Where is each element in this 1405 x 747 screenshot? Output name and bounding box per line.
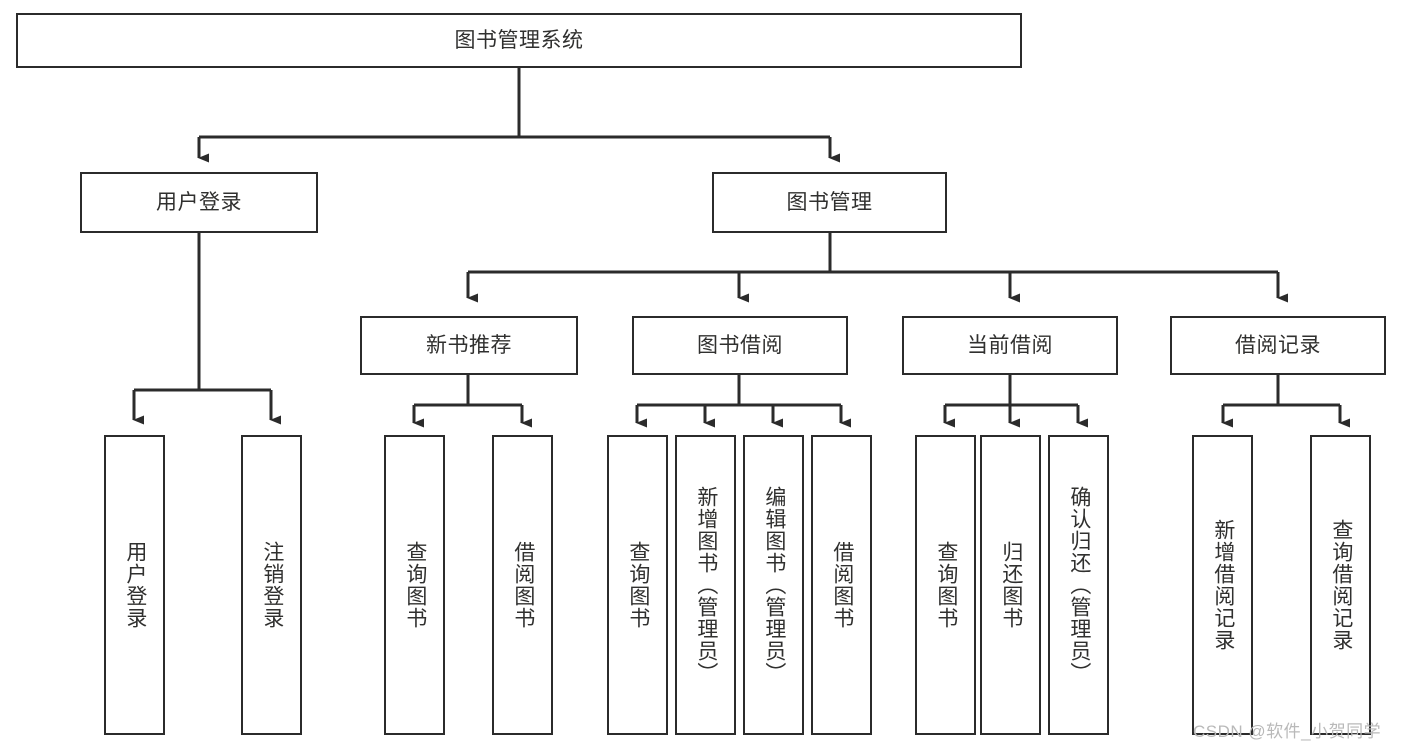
node-new-book-recommend[interactable]: 新书推荐 <box>360 316 578 375</box>
node-current-borrow[interactable]: 当前借阅 <box>902 316 1118 375</box>
leaf-borrow-record-query[interactable]: 查询借阅记录 <box>1310 435 1371 735</box>
node-borrow-record[interactable]: 借阅记录 <box>1170 316 1386 375</box>
node-label: 新书推荐 <box>426 333 512 357</box>
node-label: 注销登录 <box>260 541 284 629</box>
node-label: 图书管理系统 <box>454 28 584 52</box>
leaf-book-borrow-query[interactable]: 查询图书 <box>607 435 668 735</box>
leaf-current-borrow-return[interactable]: 归还图书 <box>980 435 1041 735</box>
leaf-new-book-query[interactable]: 查询图书 <box>384 435 445 735</box>
node-book-management[interactable]: 图书管理 <box>712 172 947 233</box>
leaf-current-borrow-query[interactable]: 查询图书 <box>915 435 976 735</box>
node-label: 借阅图书 <box>511 541 535 629</box>
leaf-book-borrow-add-admin[interactable]: 新增图书（管理员） <box>675 435 736 735</box>
node-label: 查询图书 <box>626 541 650 629</box>
node-label: 查询图书 <box>403 541 427 629</box>
node-label: 查询图书 <box>934 541 958 629</box>
node-label: 借阅图书 <box>830 541 854 629</box>
node-label: 当前借阅 <box>967 333 1053 357</box>
node-label: 用户登录 <box>156 190 242 214</box>
leaf-borrow-record-add[interactable]: 新增借阅记录 <box>1192 435 1253 735</box>
node-label: 用户登录 <box>123 541 147 629</box>
leaf-current-borrow-confirm-admin[interactable]: 确认归还（管理员） <box>1048 435 1109 735</box>
leaf-book-borrow-borrow[interactable]: 借阅图书 <box>811 435 872 735</box>
node-label: 确认归还（管理员） <box>1067 486 1091 684</box>
node-label: 图书借阅 <box>697 333 783 357</box>
node-label: 借阅记录 <box>1235 333 1321 357</box>
leaf-user-login-logout[interactable]: 注销登录 <box>241 435 302 735</box>
node-label: 归还图书 <box>999 541 1023 629</box>
node-book-borrow[interactable]: 图书借阅 <box>632 316 848 375</box>
node-label: 查询借阅记录 <box>1329 519 1353 651</box>
node-label: 图书管理 <box>786 190 873 214</box>
csdn-watermark: CSDN @软件_小贺同学 <box>1193 722 1382 741</box>
leaf-book-borrow-edit-admin[interactable]: 编辑图书（管理员） <box>743 435 804 735</box>
node-label: 新增图书（管理员） <box>694 486 718 684</box>
node-label: 新增借阅记录 <box>1211 519 1235 651</box>
node-root-book-management-system[interactable]: 图书管理系统 <box>16 13 1022 68</box>
node-label: 编辑图书（管理员） <box>762 486 786 684</box>
leaf-new-book-borrow[interactable]: 借阅图书 <box>492 435 553 735</box>
leaf-user-login-login[interactable]: 用户登录 <box>104 435 165 735</box>
node-user-login[interactable]: 用户登录 <box>80 172 318 233</box>
